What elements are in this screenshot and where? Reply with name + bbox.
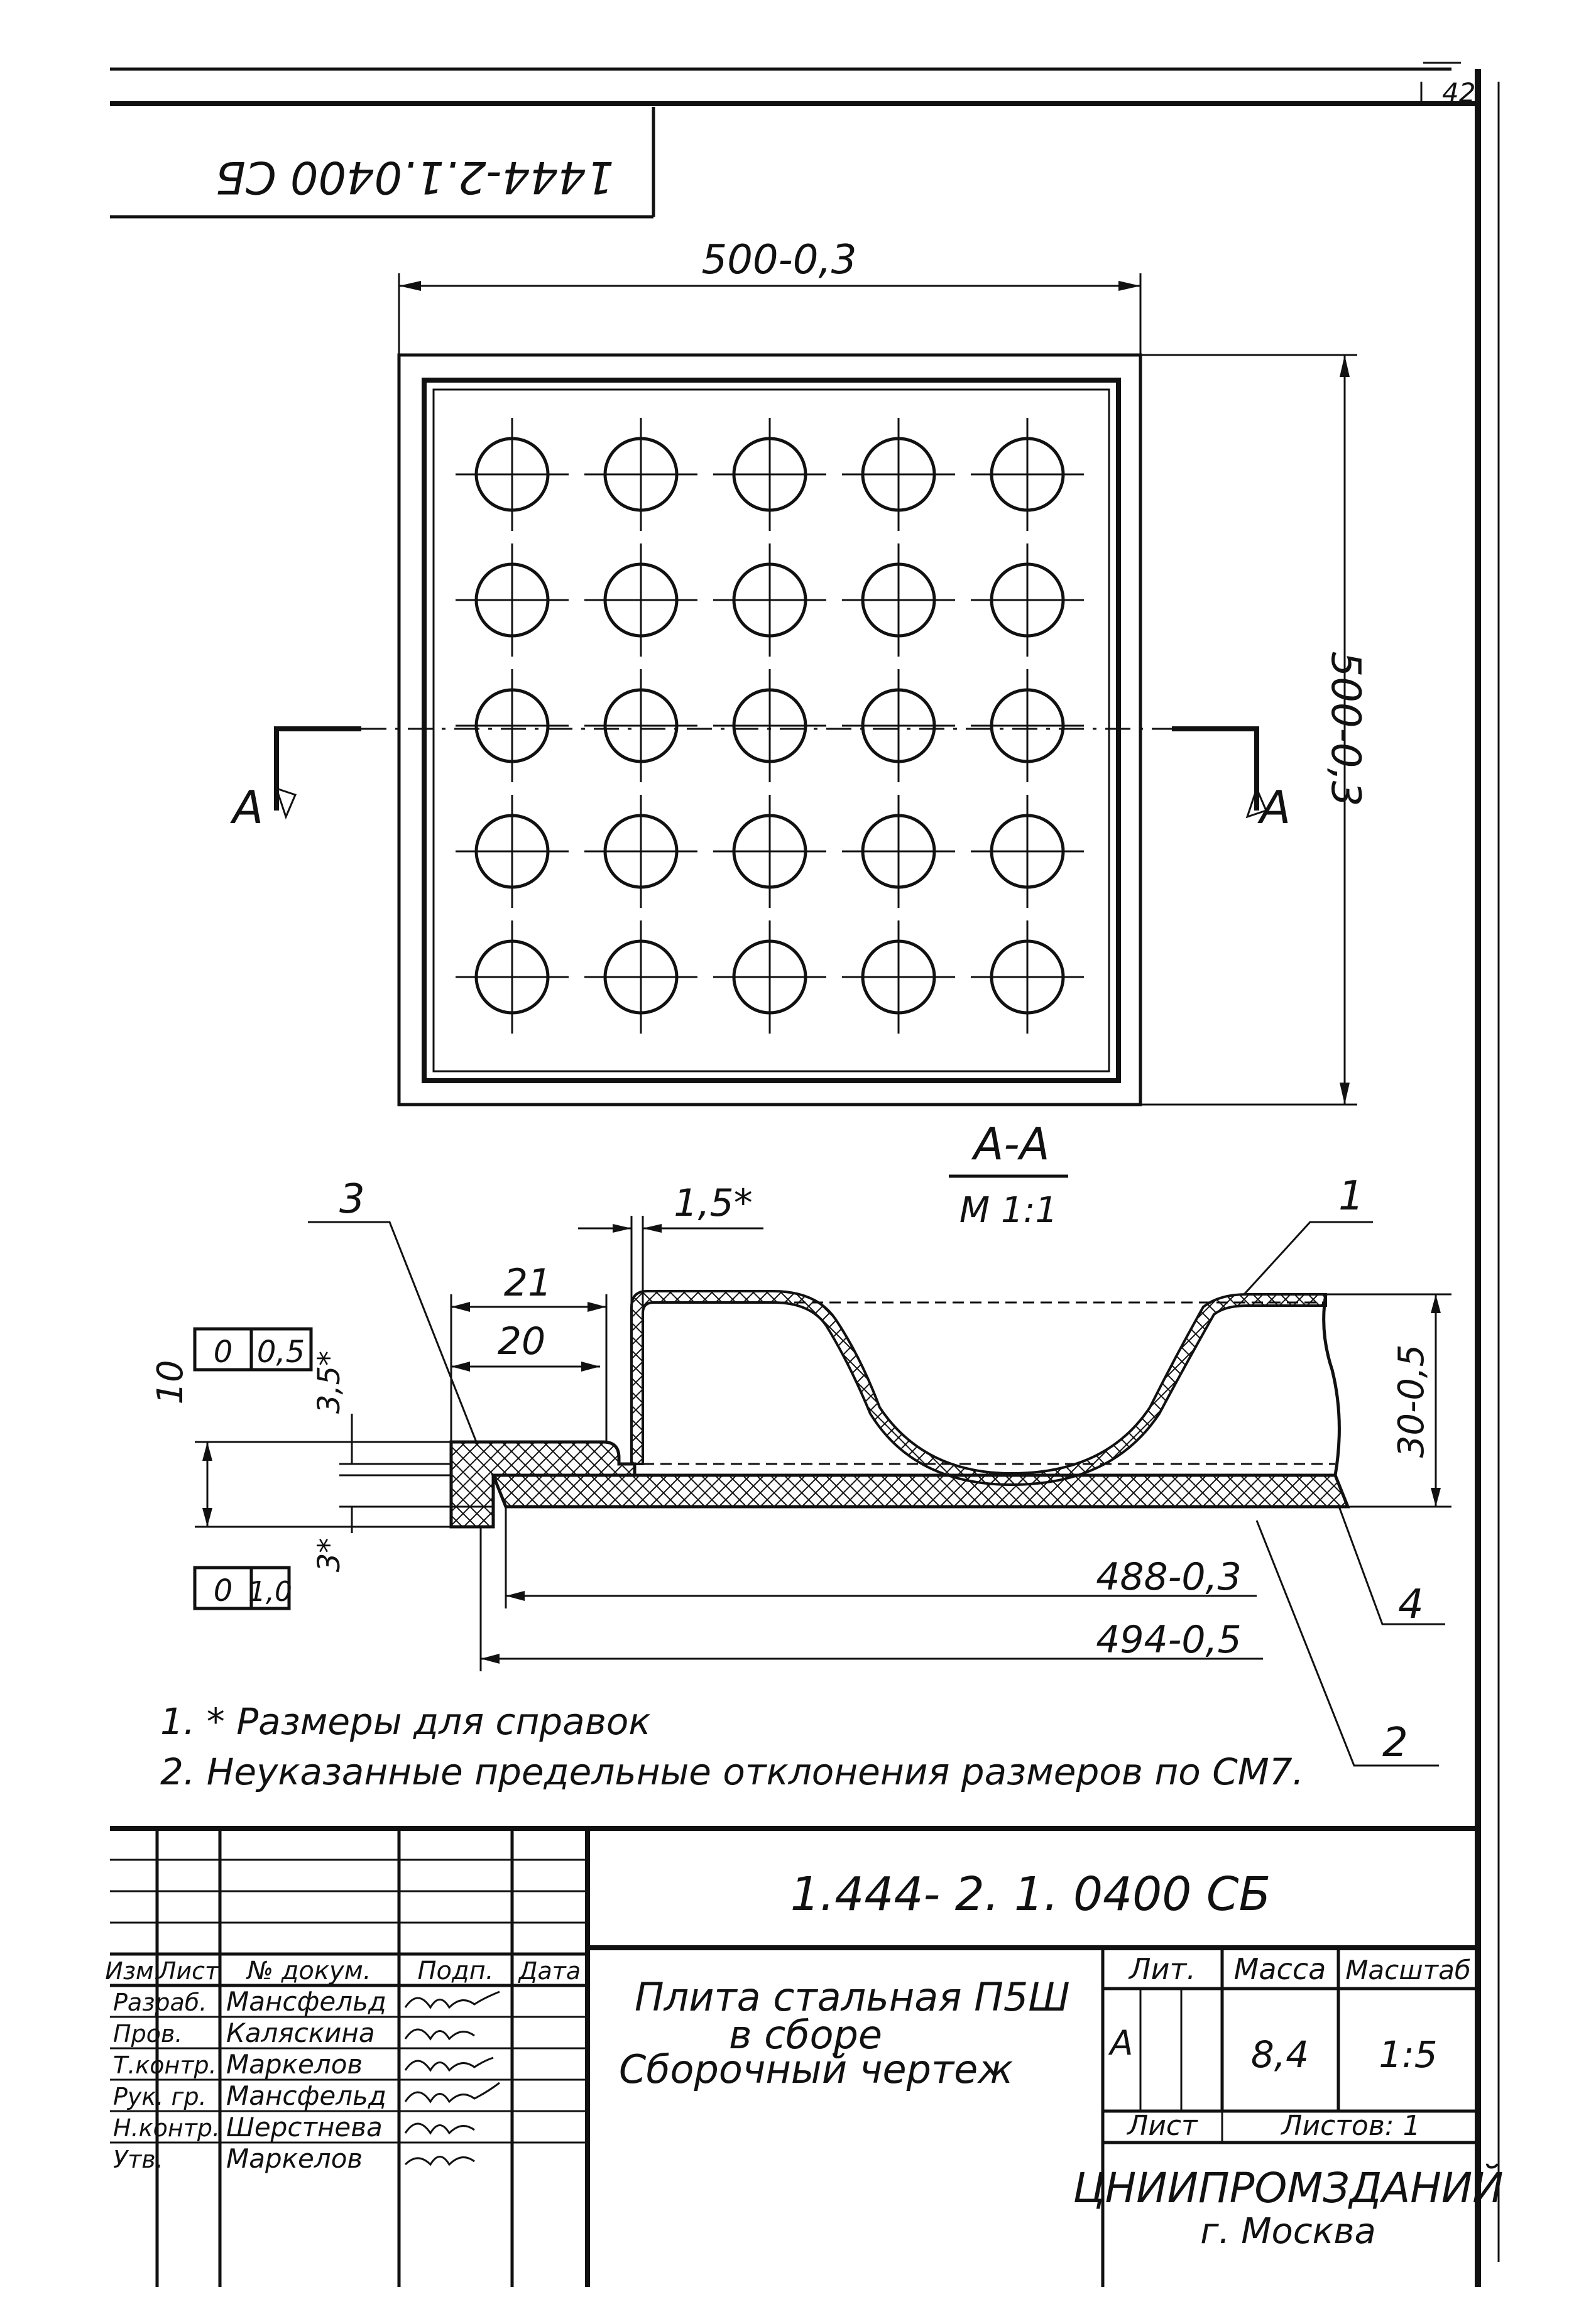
sheets-label: Листов: 1 <box>1280 2110 1420 2142</box>
plan-view <box>274 273 1357 1106</box>
dim-21: 21 <box>504 1261 552 1305</box>
dim-plan-height: 500-0,3 <box>1322 651 1369 806</box>
stamp-code-box <box>110 107 655 219</box>
section-view <box>193 1216 1451 1767</box>
role-label: Н.контр. <box>113 2114 220 2142</box>
section-title: A-A <box>971 1118 1049 1170</box>
note-2: 2. Неуказанные предельные отклонения раз… <box>160 1750 1304 1793</box>
stamp-code-rotated: 1444-2.1.0400 СБ <box>216 151 614 203</box>
section-scale: M 1:1 <box>959 1190 1058 1231</box>
role-name: Мансфельд <box>226 2080 386 2111</box>
position-1: 1 <box>1338 1173 1364 1220</box>
role-name: Каляскина <box>226 2017 375 2048</box>
note-1: 1. * Размеры для справок <box>160 1700 650 1743</box>
dim-10: 10 <box>150 1360 191 1404</box>
sheet-frame <box>110 62 1500 2287</box>
product-name-3: Сборочный чертеж <box>619 2046 1013 2092</box>
product-name-1: Плита стальная П5Ш <box>635 1974 1070 2020</box>
dim-gap: 1,5* <box>674 1181 752 1225</box>
role-name: Шерстнева <box>226 2112 383 2143</box>
col-lit: Лит. <box>1128 1952 1196 1986</box>
signatures <box>404 1990 500 2166</box>
page-number: 42 <box>1442 77 1475 108</box>
doc-code: 1.444- 2. 1. 0400 СБ <box>790 1867 1271 1921</box>
dim-488: 488-0,3 <box>1096 1555 1242 1599</box>
role-label: Рук. гр. <box>113 2083 207 2110</box>
col-mass: Масса <box>1234 1952 1326 1986</box>
mass-value: 8,4 <box>1251 2033 1309 2076</box>
role-name: Маркелов <box>226 2049 363 2080</box>
dim-494: 494-0,5 <box>1096 1618 1242 1662</box>
lit-value: А <box>1108 2023 1134 2063</box>
dim-plan-width: 500-0,3 <box>701 237 856 283</box>
position-2: 2 <box>1382 1720 1408 1766</box>
hole-grid <box>456 418 1084 1034</box>
tolerance-1-symbol: 0 <box>214 1335 233 1370</box>
hdr-izm: Изм. <box>105 1957 161 1985</box>
hdr-list: Лист <box>157 1957 220 1985</box>
role-label: Утв. <box>113 2146 163 2173</box>
scale-value: 1:5 <box>1379 2033 1437 2076</box>
hdr-sign: Подп. <box>417 1957 493 1985</box>
role-label: Разраб. <box>113 1989 207 2016</box>
org-name: ЦНИИПРОМЗДАНИЙ <box>1073 2163 1503 2212</box>
section-mark-right: A <box>1257 781 1291 834</box>
product-name-2: в сборе <box>729 2012 882 2058</box>
role-label: Т.контр. <box>113 2051 217 2079</box>
sheet-label: Лист <box>1126 2110 1198 2142</box>
tolerance-2-symbol: 0 <box>214 1573 233 1608</box>
role-rows: Разраб. Мансфельд Пров. Каляскина Т.конт… <box>113 1986 386 2174</box>
position-4: 4 <box>1398 1581 1424 1628</box>
role-label: Пров. <box>113 2020 182 2048</box>
role-name: Мансфельд <box>226 1986 386 2017</box>
tolerance-2-value: 1,0 <box>248 1576 292 1608</box>
hdr-date: Дата <box>518 1957 581 1985</box>
dim-3-5: 3,5* <box>312 1351 347 1414</box>
hdr-doc: № докум. <box>246 1957 371 1985</box>
dim-20: 20 <box>498 1319 545 1363</box>
dim-3: 3* <box>312 1538 347 1573</box>
title-block <box>110 1826 1478 2287</box>
tolerance-1-value: 0,5 <box>257 1335 305 1370</box>
dim-section-height: 30-0,5 <box>1391 1345 1432 1458</box>
position-3: 3 <box>339 1176 365 1223</box>
role-name: Маркелов <box>226 2143 363 2174</box>
section-mark-left: A <box>230 781 263 834</box>
col-scale: Масштаб <box>1345 1955 1471 1985</box>
org-city: г. Москва <box>1200 2211 1376 2252</box>
